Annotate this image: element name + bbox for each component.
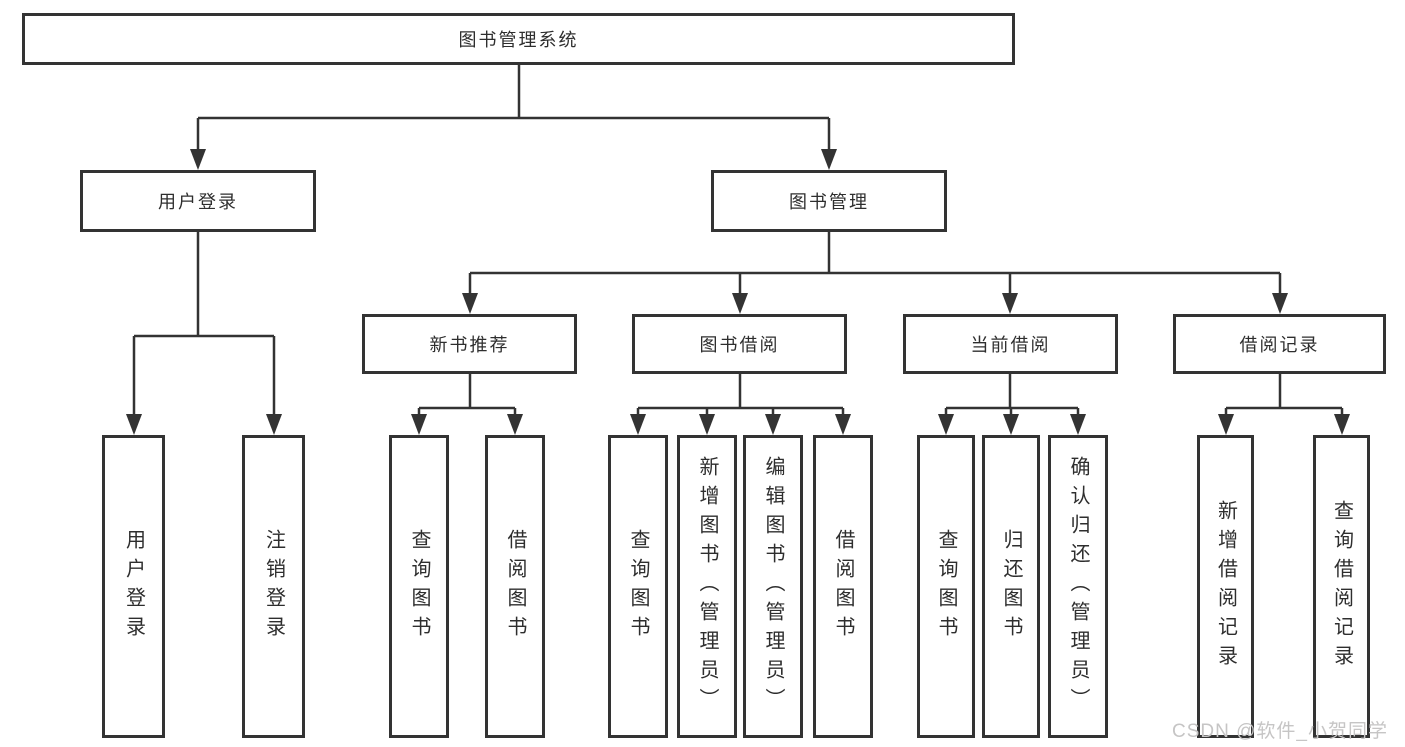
arrowhead (1334, 414, 1350, 435)
arrowhead (411, 414, 427, 435)
arrowhead (190, 149, 206, 170)
connector-borrowrecord-to-leaves (1218, 374, 1350, 435)
arrowhead (732, 293, 748, 314)
node-book-borrow-label: 图书借阅 (699, 335, 780, 355)
connector-bookborrow-to-leaves (630, 374, 851, 435)
leaf-rec-borrow-book-label: 借阅图书 (504, 528, 526, 645)
leaf-rec-query-book: 查询图书 (389, 435, 449, 738)
arrowhead (821, 149, 837, 170)
arrowhead (630, 414, 646, 435)
leaf-cb-return-book: 归还图书 (982, 435, 1040, 738)
leaf-bb-query-book-label: 查询图书 (627, 528, 649, 645)
arrowhead (266, 414, 282, 435)
node-current-borrow: 当前借阅 (903, 314, 1118, 374)
leaf-cb-query-book: 查询图书 (917, 435, 975, 738)
node-current-borrow-label: 当前借阅 (970, 335, 1051, 355)
node-book-borrow: 图书借阅 (632, 314, 847, 374)
arrowhead (126, 414, 142, 435)
arrowhead (1218, 414, 1234, 435)
leaf-user-login-label: 用户登录 (122, 528, 145, 645)
leaf-bb-borrow-book: 借阅图书 (813, 435, 873, 738)
arrowhead (835, 414, 851, 435)
connector-newbookrec-to-leaves (411, 374, 523, 435)
leaf-cb-query-book-label: 查询图书 (935, 528, 957, 645)
node-book-management: 图书管理 (711, 170, 947, 232)
node-borrow-record-label: 借阅记录 (1239, 335, 1320, 355)
node-book-management-label: 图书管理 (789, 192, 869, 212)
arrowhead (1070, 414, 1086, 435)
arrowhead (938, 414, 954, 435)
leaf-bb-add-book-admin-label: 新增图书（管理员） (696, 456, 718, 717)
leaf-br-query-record-label: 查询借阅记录 (1330, 499, 1353, 674)
arrowhead (1272, 293, 1288, 314)
leaf-br-add-record-label: 新增借阅记录 (1214, 499, 1237, 674)
arrowhead (1002, 293, 1018, 314)
connector-currentborrow-to-leaves (938, 374, 1086, 435)
leaf-cb-return-book-label: 归还图书 (1000, 528, 1022, 645)
arrowhead (765, 414, 781, 435)
node-root: 图书管理系统 (22, 13, 1015, 65)
leaf-bb-edit-book-admin: 编辑图书（管理员） (743, 435, 803, 738)
node-root-label: 图书管理系统 (458, 30, 579, 50)
leaf-bb-query-book: 查询图书 (608, 435, 668, 738)
leaf-bb-borrow-book-label: 借阅图书 (832, 528, 854, 645)
node-user-login-label: 用户登录 (158, 192, 238, 212)
arrowhead (699, 414, 715, 435)
connector-root-to-level2 (190, 65, 837, 170)
node-user-login: 用户登录 (80, 170, 316, 232)
leaf-bb-add-book-admin: 新增图书（管理员） (677, 435, 737, 738)
leaf-br-add-record: 新增借阅记录 (1197, 435, 1254, 738)
node-new-book-recommend: 新书推荐 (362, 314, 577, 374)
leaf-user-login: 用户登录 (102, 435, 165, 738)
leaf-br-query-record: 查询借阅记录 (1313, 435, 1370, 738)
node-new-book-recommend-label: 新书推荐 (429, 335, 510, 355)
leaf-rec-query-book-label: 查询图书 (408, 528, 430, 645)
leaf-rec-borrow-book: 借阅图书 (485, 435, 545, 738)
csdn-watermark: CSDN @软件_小贺同学 (1172, 721, 1388, 742)
leaf-logout-label: 注销登录 (262, 528, 285, 645)
arrowhead (507, 414, 523, 435)
leaf-logout: 注销登录 (242, 435, 305, 738)
arrowhead (1003, 414, 1019, 435)
leaf-cb-confirm-return-admin: 确认归还（管理员） (1048, 435, 1108, 738)
arrowhead (462, 293, 478, 314)
node-borrow-record: 借阅记录 (1173, 314, 1386, 374)
leaf-bb-edit-book-admin-label: 编辑图书（管理员） (762, 456, 784, 717)
connector-userlogin-to-leaves (126, 232, 282, 435)
leaf-cb-confirm-return-admin-label: 确认归还（管理员） (1067, 456, 1089, 717)
connector-bookmgmt-to-level3 (462, 232, 1288, 314)
